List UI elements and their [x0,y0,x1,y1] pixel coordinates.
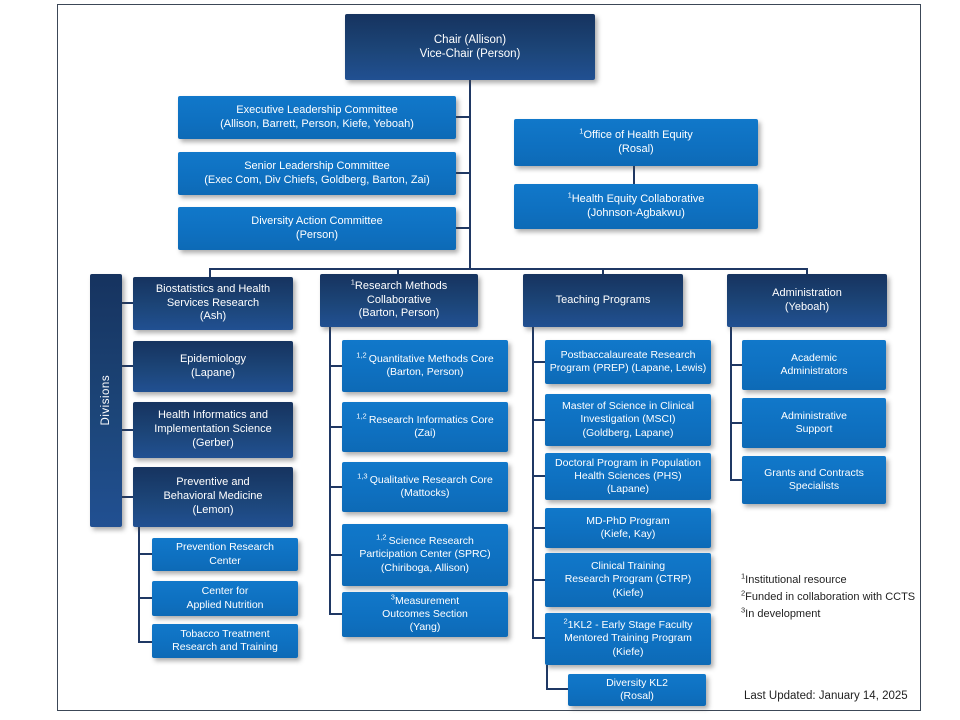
footnote-marker: 1 [579,126,584,136]
org-box-qualitative-research-core: 1,3 Qualitative Research Core (Mattocks) [342,462,508,512]
org-box-research-methods-collaborative: 1Research Methods Collaborative (Barton,… [320,274,478,327]
connector-equity-vertical [633,166,635,184]
connector-prc-stub [138,553,152,555]
connector-chair-drop [469,80,471,270]
org-box-quantitative-methods-core: 1,2 Quantitative Methods Core (Barton, P… [342,340,508,392]
org-box-prevention-research-center: Prevention Research Center [152,538,298,571]
connector-admin-vertical [730,327,732,480]
org-box-teaching-programs: Teaching Programs [523,274,683,327]
connector-acad-admin-stub [730,364,742,366]
footnote-marker: 1,2 [356,350,369,360]
connector-diversity-kl2-stub [546,688,568,690]
connector-drop-col3 [602,268,604,276]
footnote-marker: 1,2 [376,532,389,542]
connector-division-stub-1 [122,302,133,304]
org-box-biostatistics: Biostatistics and Health Services Resear… [133,277,293,330]
connector-mdphd-stub [532,527,545,529]
org-box-phs: Doctoral Program in Population Health Sc… [545,453,711,500]
connector-phs-stub [532,475,545,477]
connector-kl2-diversity-vertical [546,665,548,690]
org-box-senior-leadership-committee: Senior Leadership Committee (Exec Com, D… [178,152,456,195]
footnote-2: 2Funded in collaboration with CCTS [741,588,916,603]
connector-division-stub-2 [122,365,133,367]
org-box-prep: Postbaccalaureate Research Program (PREP… [545,340,711,384]
footnote-1: 1Institutional resource [741,571,847,586]
connector-qrc-stub [329,486,342,488]
connector-exec-stub [456,116,470,118]
org-box-health-equity-collaborative: 1Health Equity Collaborative (Johnson-Ag… [514,184,758,229]
connector-can-stub [138,597,152,599]
connector-teaching-vertical [532,327,534,639]
connector-sprc-stub [329,554,342,556]
org-box-diversity-action-committee: Diversity Action Committee (Person) [178,207,456,250]
footnote-marker: 1,2 [356,411,369,421]
connector-qmc-stub [329,365,342,367]
footnote-marker: 1 [741,571,746,581]
footnote-marker: 2 [563,616,568,626]
org-box-msci: Master of Science in Clinical Investigat… [545,394,711,446]
connector-division-stub-4 [122,496,133,498]
org-box-preventive-behavioral-medicine: Preventive and Behavioral Medicine (Lemo… [133,467,293,527]
footnote-marker: 1 [567,190,572,200]
connector-grants-stub [730,479,742,481]
connector-admin-support-stub [730,422,742,424]
org-box-diversity-kl2: Diversity KL2 (Rosal) [568,674,706,706]
connector-kl2-stub [532,637,545,639]
connector-prep-stub [532,361,545,363]
org-box-sprc: 1,2 Science Research Participation Cente… [342,524,508,586]
footnote-marker: 3 [390,592,395,602]
connector-senior-stub [456,172,470,174]
org-box-administrative-support: Administrative Support [742,398,886,448]
connector-rmc-vertical [329,327,331,615]
last-updated-text: Last Updated: January 14, 2025 [744,690,908,702]
footnotes: 1Institutional resource 2Funded in colla… [741,572,931,623]
connector-mos-stub [329,613,342,615]
org-box-center-applied-nutrition: Center for Applied Nutrition [152,581,298,616]
org-box-research-informatics-core: 1,2 Research Informatics Core (Zai) [342,402,508,452]
footnote-marker: 3 [741,605,746,615]
org-box-epidemiology: Epidemiology (Lapane) [133,341,293,392]
org-box-kl2: 21KL2 - Early Stage Faculty Mentored Tra… [545,613,711,665]
connector-drop-col4 [806,268,808,276]
org-box-executive-leadership-committee: Executive Leadership Committee (Allison,… [178,96,456,139]
connector-pbm-vertical [138,527,140,643]
org-box-office-of-health-equity: 1Office of Health Equity (Rosal) [514,119,758,166]
footnote-3: 3In development [741,605,821,620]
connector-msci-stub [532,419,545,421]
connector-division-stub-3 [122,429,133,431]
org-box-administration: Administration (Yeboah) [727,274,887,327]
org-box-tobacco-treatment: Tobacco Treatment Research and Training [152,624,298,658]
connector-drop-col1 [209,268,211,278]
org-box-chair: Chair (Allison) Vice-Chair (Person) [345,14,595,80]
connector-distributor [209,268,808,270]
connector-drop-col2 [397,268,399,276]
org-box-academic-administrators: Academic Administrators [742,340,886,390]
connector-ttrt-stub [138,641,152,643]
connector-ctrp-stub [532,579,545,581]
divisions-rail-label: Divisions [90,274,122,527]
footnote-marker: 1 [350,277,355,287]
org-box-ctrp: Clinical Training Research Program (CTRP… [545,553,711,607]
connector-diversity-action-stub [456,227,470,229]
footnote-marker: 1,3 [357,471,370,481]
org-box-health-informatics: Health Informatics and Implementation Sc… [133,402,293,458]
org-box-grants-contracts: Grants and Contracts Specialists [742,456,886,504]
org-box-measurement-outcomes: 3Measurement Outcomes Section (Yang) [342,592,508,637]
footnote-marker: 2 [741,588,746,598]
connector-ric-stub [329,426,342,428]
org-box-md-phd: MD-PhD Program (Kiefe, Kay) [545,508,711,548]
